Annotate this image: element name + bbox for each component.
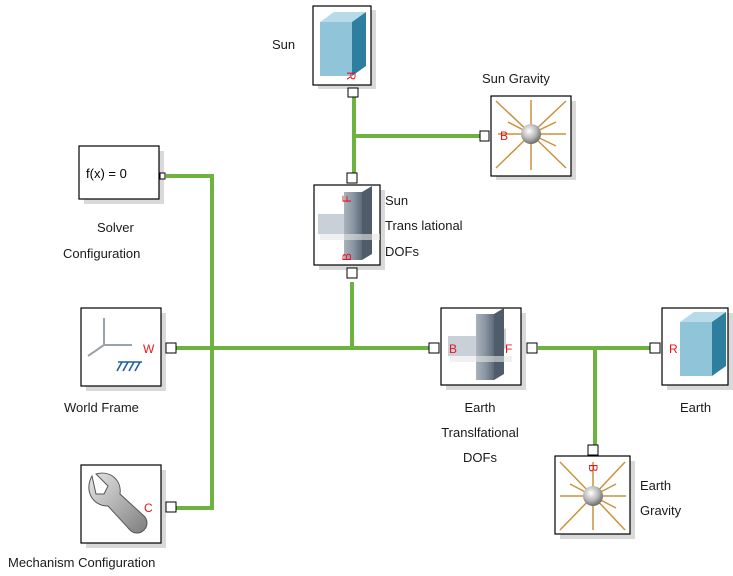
earth-block[interactable]: R	[649, 307, 733, 390]
earth-label: Earth	[680, 400, 711, 415]
sun-port-r-label: R	[344, 72, 358, 81]
mechanism-port-c[interactable]	[165, 501, 177, 513]
solver-label-line1: Solver	[97, 220, 135, 235]
prismatic-joint-icon	[448, 308, 512, 380]
earth-trans-label-line3: DOFs	[463, 450, 497, 465]
solver-block[interactable]: f(x) = 0	[78, 145, 166, 204]
wrench-icon	[88, 472, 148, 534]
earth-trans-port-f-label: F	[505, 342, 512, 356]
earth-gravity-label-line2: Gravity	[640, 503, 682, 518]
solver-label-line2: Configuration	[63, 246, 140, 261]
sun-trans-port-f[interactable]	[346, 172, 358, 184]
mechanism-config-label: Mechanism Configuration	[8, 555, 155, 570]
sun-trans-port-f-label: F	[340, 195, 354, 202]
earth-trans-label-line1: Earth	[464, 400, 495, 415]
earth-gravity-port-b[interactable]	[587, 444, 599, 456]
earth-gravity-label-line1: Earth	[640, 478, 671, 493]
solver-equation: f(x) = 0	[86, 166, 127, 181]
cube-icon	[680, 312, 726, 376]
sun-gravity-port-b[interactable]	[479, 130, 490, 142]
earth-trans-port-f[interactable]	[526, 342, 538, 354]
sun-port-r[interactable]	[347, 87, 359, 98]
sun-trans-label-line2: Trans lational	[385, 218, 463, 233]
world-frame-block[interactable]: W	[80, 307, 177, 391]
solver-port[interactable]	[159, 172, 166, 180]
cube-icon	[320, 12, 366, 22]
connections	[166, 97, 650, 510]
sun-gravity-block[interactable]: B	[479, 95, 576, 180]
sun-label: Sun	[272, 37, 295, 52]
sun-gravity-port-b-label: B	[500, 129, 508, 143]
earth-gravity-block[interactable]: B	[554, 444, 635, 539]
connection-mechanism[interactable]	[176, 346, 214, 510]
sun-gravity-label: Sun Gravity	[482, 71, 550, 86]
earth-trans-port-b-label: B	[449, 342, 457, 356]
world-frame-label: World Frame	[64, 400, 139, 415]
world-port-w[interactable]	[165, 342, 177, 354]
earth-port-r[interactable]	[649, 342, 661, 354]
earth-gravity-port-b-label: B	[586, 464, 600, 472]
sun-trans-label-line3: DOFs	[385, 244, 419, 259]
connection-solver[interactable]	[166, 174, 214, 350]
world-frame-icon	[87, 318, 132, 357]
sun-block[interactable]: R	[312, 5, 376, 98]
earth-trans-label-line2: Translfational	[441, 425, 519, 440]
mechanism-port-c-label: C	[144, 501, 153, 515]
earth-trans-port-b[interactable]	[428, 342, 440, 354]
sun-trans-port-b-label: B	[340, 253, 354, 261]
earth-port-r-label: R	[669, 342, 678, 356]
sun-trans-label-line1: Sun	[385, 193, 408, 208]
world-port-w-label: W	[143, 342, 155, 356]
sun-translational-block[interactable]: F B	[313, 172, 385, 279]
mechanism-config-block[interactable]: C	[80, 464, 177, 548]
earth-translational-block[interactable]: B F	[428, 307, 538, 390]
sun-trans-port-b[interactable]	[346, 267, 358, 279]
prismatic-joint-icon	[318, 186, 380, 260]
